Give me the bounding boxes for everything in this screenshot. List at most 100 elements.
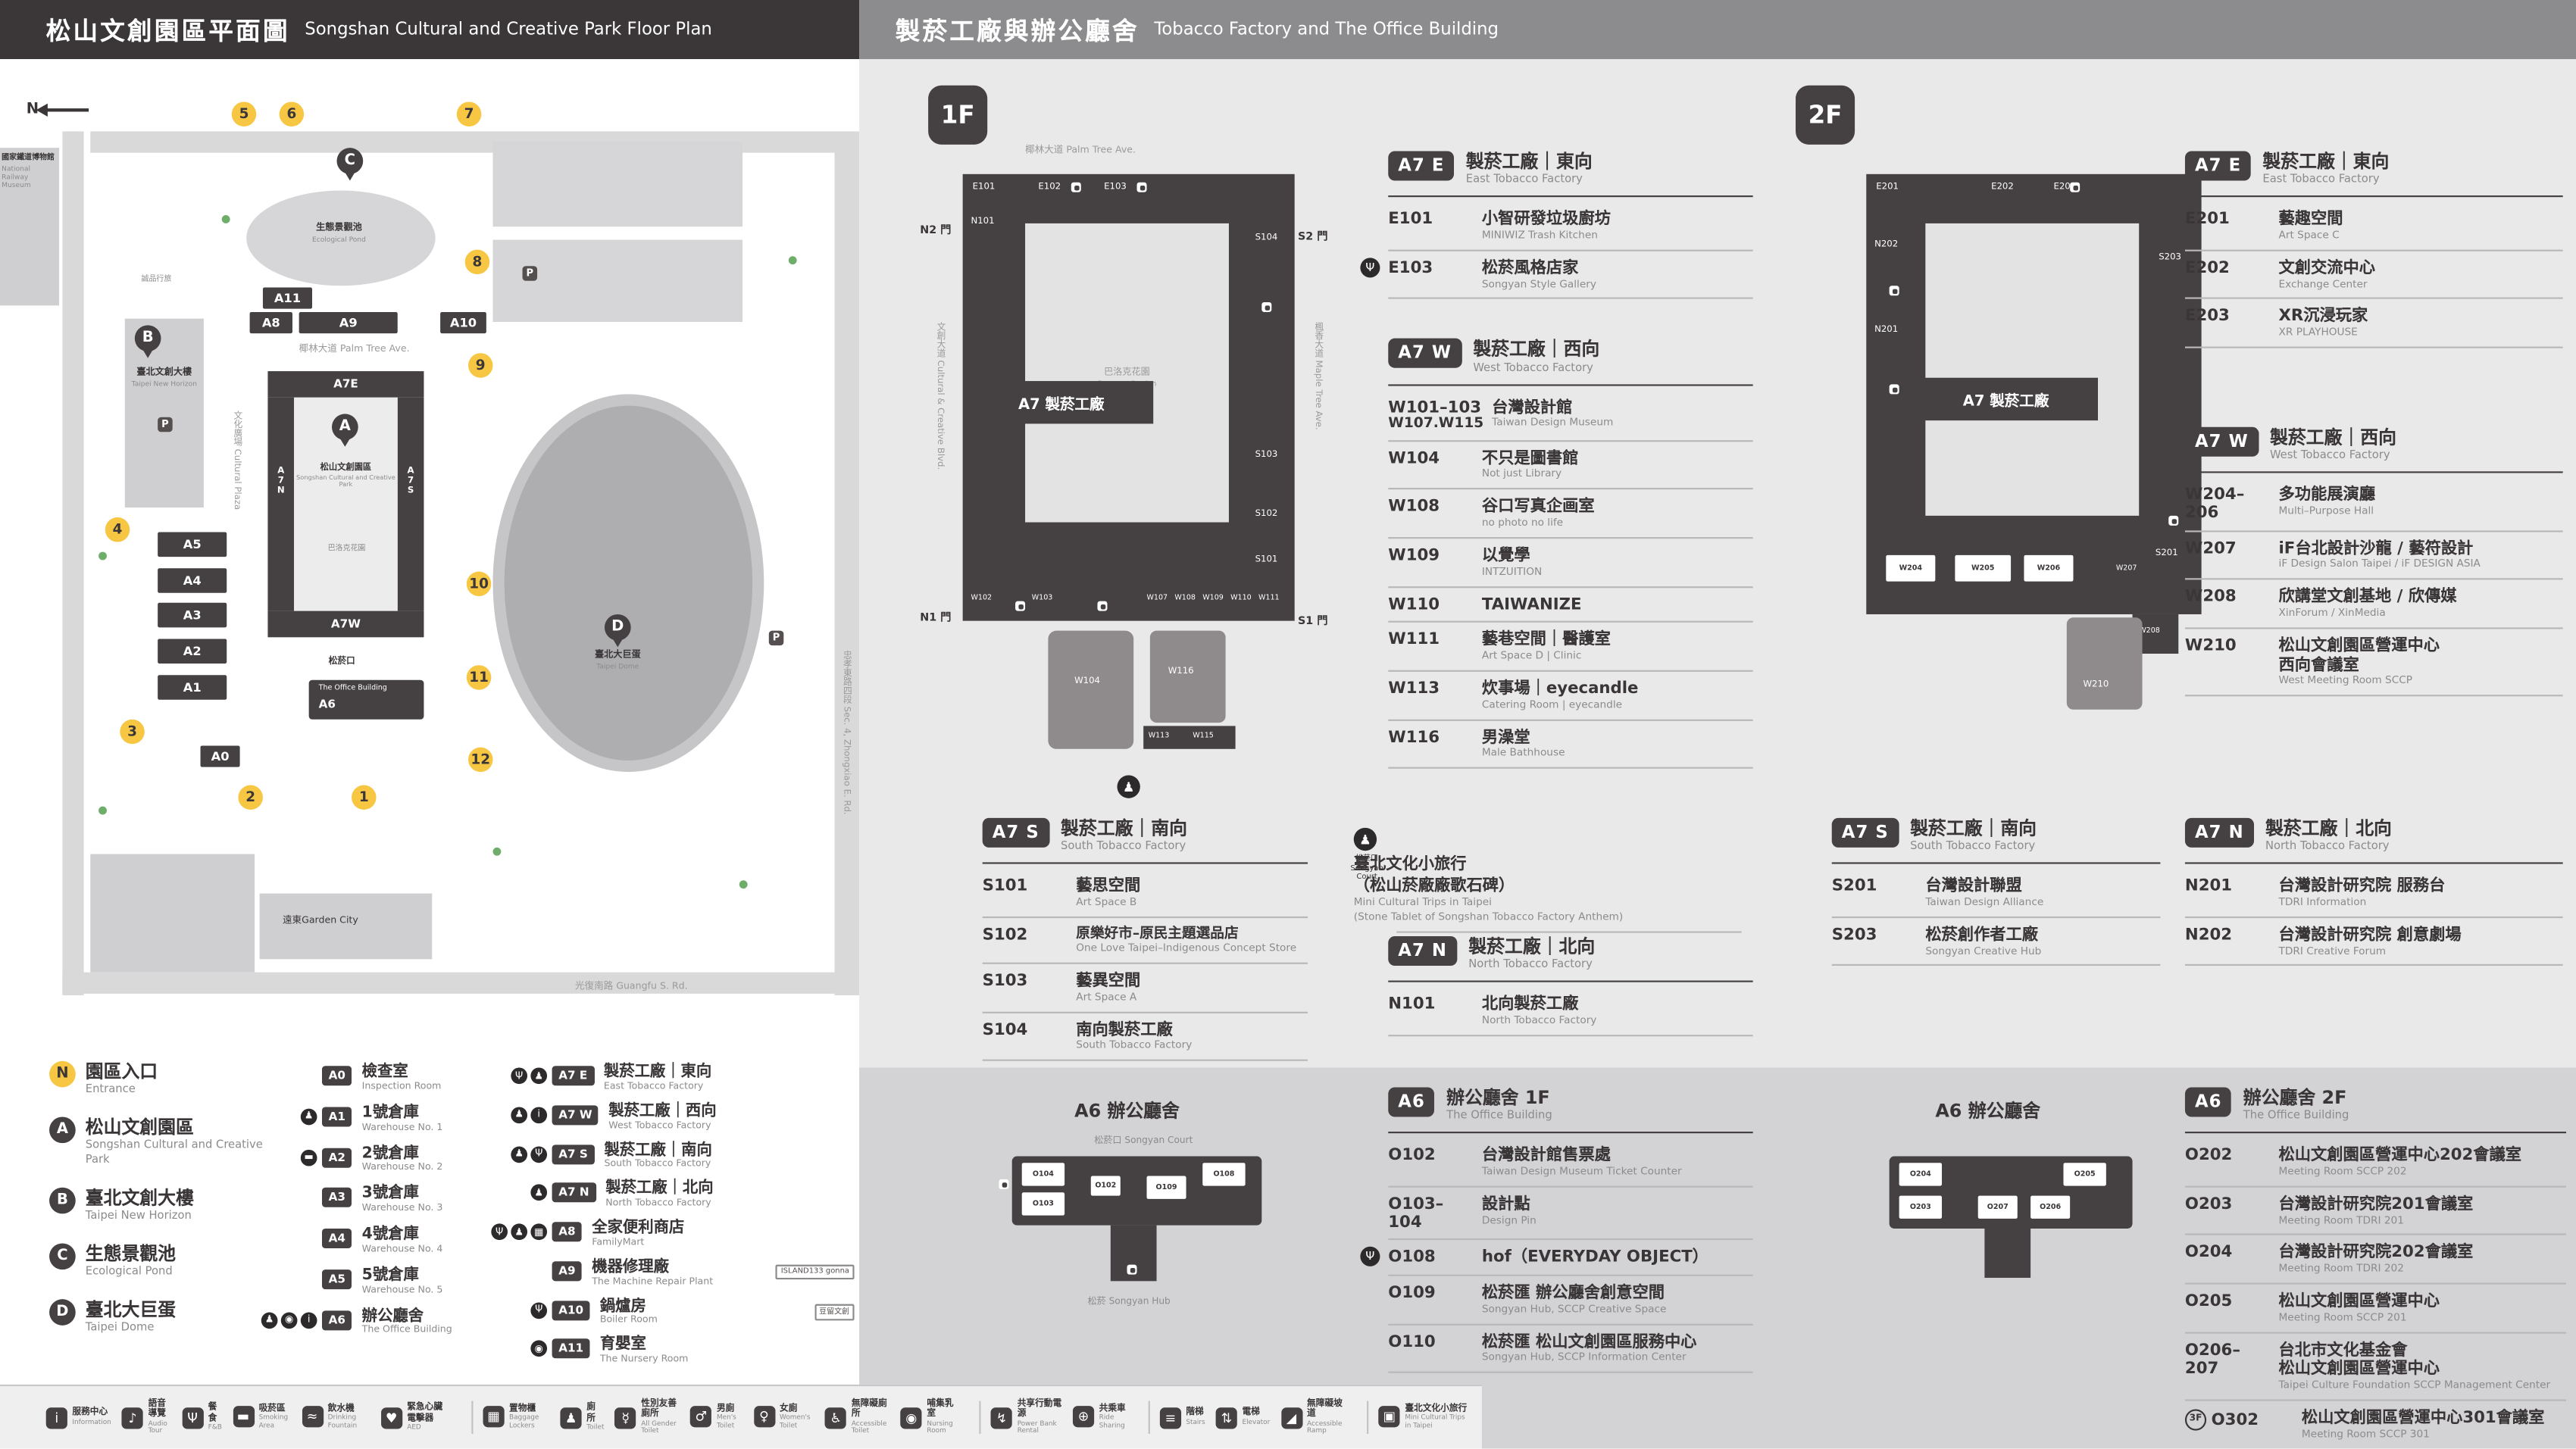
a7s-zh: 製菸工廠｜南向 [604, 1141, 712, 1159]
w111-code: W111 [1388, 631, 1440, 650]
o302-en: Meeting Room SCCP 301 [2301, 1428, 2430, 1441]
a7-center-label-2f: A7 製菸工廠 [1962, 393, 2049, 411]
s101-code: S101 [982, 877, 1028, 896]
w208-code: W208 [2184, 589, 2237, 607]
map-box-a9-label: A9 [339, 315, 358, 330]
street-zhongxiao-label: 忠孝東路四段 Sec. 4, Zhongxiao E. Rd. [841, 650, 852, 815]
s203-code: S203 [1831, 926, 1877, 945]
room-s101: S101 [1255, 554, 1278, 565]
w101-code: W101–103 [1388, 398, 1482, 417]
o204-zh: 台灣設計研究院202會議室 [2278, 1244, 2474, 1263]
w101-en: Taiwan Design Museum [1492, 417, 1614, 429]
songyan-court-map-label: 松菸口 [328, 657, 355, 667]
e203-en: XR PLAYHOUSE [2278, 326, 2358, 339]
locker-icon: ▦ [483, 1407, 505, 1429]
baroque-garden-1f [1025, 223, 1229, 523]
all-gender-toilet-icon: ☿ [614, 1407, 636, 1429]
a7n-title-zh: 製菸工廠｜北向 [1468, 935, 1596, 958]
w210-zh: 松山文創園區營運中心 [2278, 637, 2440, 656]
legend-pond-zh: 生態景觀池 [85, 1243, 177, 1265]
legend-pond-en: Ecological Pond [85, 1264, 173, 1279]
room-w207: W207 [2115, 564, 2137, 573]
toilet-icon: ♟ [530, 1067, 548, 1085]
a6-office-block [308, 679, 424, 720]
island133-logo: ISLAND133 gonna [776, 1264, 855, 1279]
a9-en: The Machine Repair Plant [592, 1277, 714, 1288]
a6-1f-plan-title: A6 辦公廳舍 [1074, 1100, 1180, 1122]
toilet-en: Toilet [586, 1422, 605, 1431]
cama-logo: 豆留文創 [814, 1303, 855, 1320]
w204-code: W204–206 [2184, 486, 2245, 523]
courtyard-2f [1925, 223, 2140, 516]
cultural-blvd-label: 文創大道 Cultural & Creative Blvd. [934, 322, 945, 470]
a5-en: Warehouse No. 5 [361, 1285, 443, 1296]
lockers-zh: 置物櫃 [509, 1404, 536, 1414]
map-box-a11-label: A11 [274, 290, 302, 306]
road-right [834, 131, 860, 996]
fountain-en: Drinking Fountain [327, 1413, 358, 1429]
gate-n1: N1 門 [920, 611, 952, 624]
a7s-title-en: South Tobacco Factory [1061, 839, 1186, 853]
ecological-pond-shape [246, 190, 436, 286]
a7w-bar-label: A7W [330, 617, 361, 631]
map-box-a5: A5 [158, 532, 227, 557]
garden-city-label: 遠東Garden City [282, 916, 358, 926]
palm-tree-ave-1f-label: 椰林大道 Palm Tree Ave. [1025, 145, 1136, 156]
o203-en: Meeting Room TDRI 201 [2278, 1214, 2404, 1226]
w113-code: W113 [1388, 679, 1440, 698]
cultural-trips-icon: ▣ [1378, 1407, 1400, 1429]
e103-en: Songyan Style Gallery [1481, 278, 1596, 290]
o108-plan-label: O108 [1213, 1170, 1235, 1179]
room-w115: W115 [1193, 732, 1214, 741]
w116-code: W116 [1388, 728, 1440, 747]
a7s-en: South Tobacco Factory [604, 1160, 711, 1170]
e101-code: E101 [1388, 210, 1433, 229]
a7w-title-zh: 製菸工廠｜西向 [1473, 339, 1600, 361]
w210-en: West Meeting Room SCCP [2278, 676, 2413, 688]
a7s-2f-title-zh: 製菸工廠｜南向 [1910, 817, 2037, 840]
entrance-10: 10 [466, 571, 492, 597]
lockers-en: Baggage Lockers [509, 1413, 539, 1429]
a6-room-o104: O104 [1021, 1163, 1065, 1186]
restaurant-icon: Ψ [491, 1223, 508, 1241]
info-icon: i [300, 1311, 317, 1329]
court-zh2: （松山菸廠廠歌石碑） [1353, 876, 1515, 895]
floor-3f-badge: 3F [2184, 1409, 2207, 1431]
stairs-en: Stairs [1186, 1416, 1205, 1426]
a6-room-o103: O103 [1021, 1192, 1065, 1216]
all-gender-en: All Gender Toilet [641, 1418, 677, 1435]
room-w206-box: W206 [2024, 554, 2074, 582]
sccp-zh: 松山文創園區 [320, 463, 372, 473]
facility-pill-icon [2168, 515, 2179, 526]
a3-zh: 3號倉庫 [361, 1185, 419, 1203]
court-en1: Mini Cultural Trips in Taipei [1353, 897, 1492, 910]
o103-zh: 設計點 [1481, 1195, 1530, 1213]
w210-code: W210 [2184, 637, 2237, 656]
information-en: Information [72, 1416, 111, 1426]
s103-code: S103 [982, 972, 1028, 991]
pin-a-badge: A [49, 1116, 76, 1144]
pin-a: A [332, 414, 358, 447]
w208-zh: 欣講堂文創基地 / 欣傳媒 [2278, 589, 2457, 607]
toilet-icon: ♟ [261, 1311, 278, 1329]
